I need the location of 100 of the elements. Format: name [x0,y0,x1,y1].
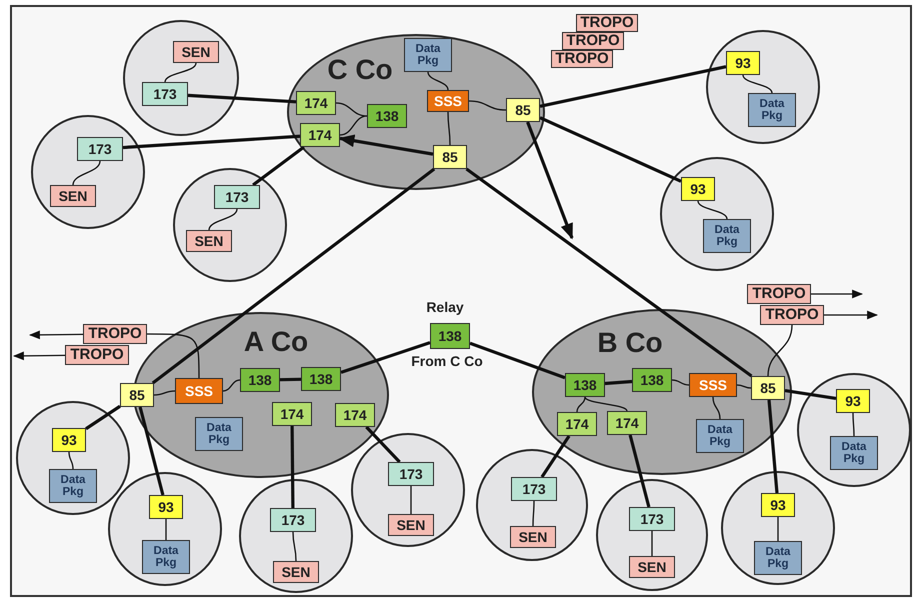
link-line [365,426,401,464]
node-box: 138 [240,368,280,392]
link-line [188,94,296,104]
link-line [290,426,294,508]
data-package-box: Data Pkg [142,540,190,574]
sensor-box: SEN [173,41,219,63]
link-line [340,341,430,374]
arrow [338,134,434,156]
node-box: 174 [607,411,647,435]
link-line [152,168,436,384]
tropo-box: TROPO [562,32,624,50]
node-box: 174 [296,91,336,115]
connector-line [68,452,74,470]
link-line [138,406,164,496]
node-box: 174 [557,412,597,436]
node-box: 93 [761,493,795,517]
data-package-box: Data Pkg [703,219,751,253]
node-box: 173 [629,507,675,531]
node-box: 173 [511,477,557,501]
node-box: 174 [300,123,340,147]
connector-line [292,532,297,562]
connector-line [147,333,200,378]
link-line [539,116,682,183]
connector-line [576,396,586,412]
node-box: 85 [751,376,785,400]
node-box: SSS [689,373,737,397]
node-caption: From C Co [411,353,483,369]
tropo-box: TROPO [65,345,129,365]
data-package-box: Data Pkg [830,436,878,470]
tropo-box: TROPO [576,14,638,32]
tropo-box: TROPO [747,284,811,304]
node-box: 93 [726,51,760,75]
connector-line [410,486,412,514]
tropo-box: TROPO [83,324,147,344]
arrow [811,290,864,298]
link-line [280,378,302,382]
data-package-box: Data Pkg [748,93,796,127]
node-box: 173 [270,508,316,532]
link-line [604,380,632,386]
sensor-box: SEN [388,514,434,536]
sensor-box: SEN [510,526,556,548]
data-package-box: Data Pkg [195,417,243,451]
node-box: SSS [175,378,223,404]
connector-line [852,413,855,436]
group-title: C Co [327,54,393,86]
data-package-box: Data Pkg [696,419,744,453]
tropo-box: TROPO [551,50,613,68]
node-box: 138 [632,368,672,392]
sensor-box: SEN [186,230,232,252]
node-box: 93 [52,428,86,452]
data-package-box: Data Pkg [754,541,802,575]
link-line [540,435,570,478]
arrow [12,351,65,360]
connector-line [468,100,506,111]
connector-line [208,208,238,230]
node-box: 138 [301,367,341,391]
link-line [122,134,300,150]
connector-line [777,517,779,541]
connector-line [165,519,167,540]
connector-line [584,396,628,412]
sensor-box: SEN [50,185,96,207]
node-box: 85 [506,98,540,122]
arrow [824,310,878,320]
node-caption: Relay [426,299,464,315]
link-line [628,434,650,508]
connector-line [164,62,197,82]
connector-line [447,112,451,145]
connector-line [736,384,752,389]
node-box: 173 [214,185,260,209]
link-line [469,342,566,380]
data-package-box: Data Pkg [49,469,97,503]
arrow [526,121,574,240]
group-title: B Co [597,327,663,359]
connector-line [767,324,793,376]
connector-line [697,200,728,220]
link-line [85,404,121,430]
node-box: 93 [681,177,715,201]
node-box: 174 [335,403,375,427]
node-box: 93 [149,495,183,519]
node-box: 173 [142,82,188,106]
data-package-box: Data Pkg [404,38,452,72]
sensor-box: SEN [629,556,675,578]
connector-line [72,160,101,186]
connector-line [742,74,773,94]
connector-line [427,72,449,90]
node-box: 138 [367,104,407,128]
node-box: 173 [77,137,123,161]
node-box: 138 [565,373,605,397]
node-box: 85 [433,145,467,169]
link-line [540,65,726,108]
node-box: 85 [120,383,154,407]
connector-line [336,102,368,117]
connector-line [712,396,721,420]
tropo-box: TROPO [760,305,824,325]
connector-line [651,531,653,556]
link-line [252,146,305,186]
node-box: 93 [836,389,870,413]
connector-line [672,379,690,386]
group-title: A Co [244,326,308,358]
link-line [767,400,779,494]
